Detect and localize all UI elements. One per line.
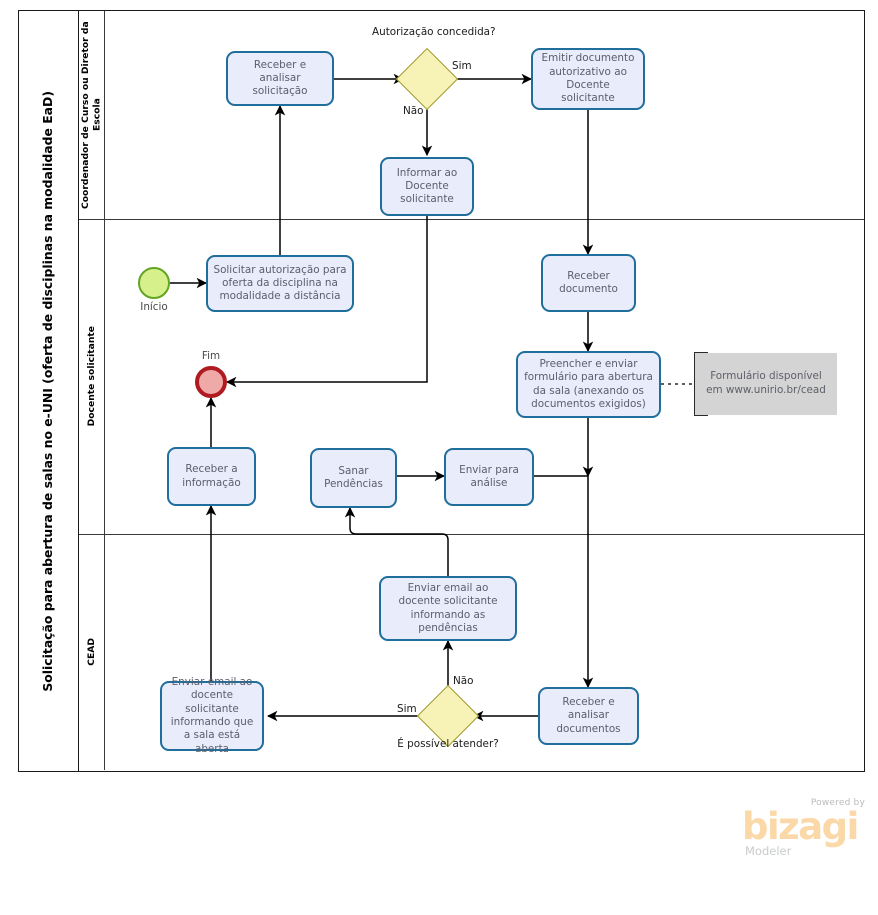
lane-coordenador: Coordenador de Curso ou Diretor da Escol… — [79, 11, 864, 219]
task-preencher-enviar-formulario[interactable]: Preencher e enviar formulário para abert… — [516, 351, 661, 418]
lane-cead-header: CEAD — [79, 534, 105, 770]
gateway-e-possivel-atender-label: É possível atender? — [397, 738, 499, 750]
task-label: Enviar email ao docente solicitante info… — [170, 676, 254, 755]
task-label: Preencher e enviar formulário para abert… — [524, 357, 653, 410]
gateway-autorizacao-concedida-label: Autorização concedida? — [372, 26, 496, 38]
task-label: Solicitar autorização para oferta da dis… — [213, 263, 347, 303]
task-enviar-email-sala-aberta[interactable]: Enviar email ao docente solicitante info… — [160, 676, 264, 755]
pool-title: Solicitação para abertura de salas no e-… — [40, 90, 56, 692]
lane-coordenador-label: Coordenador de Curso ou Diretor da Escol… — [80, 21, 103, 209]
task-enviar-email-pendencias[interactable]: Enviar email ao docente solicitante info… — [379, 576, 517, 641]
pool-header: Solicitação para abertura de salas no e-… — [19, 11, 79, 771]
lane-docente-header: Docente solicitante — [79, 219, 105, 534]
start-event-inicio-label: Início — [140, 301, 168, 313]
note-formulario: Formulário disponível em www.unirio.br/c… — [695, 353, 837, 415]
task-label: Receber a informação — [182, 463, 241, 489]
task-label: Enviar email ao docente solicitante info… — [398, 581, 498, 634]
flow-label-sim-autorizacao: Sim — [452, 60, 472, 72]
lane-docente: Docente solicitante — [79, 219, 864, 534]
task-enviar-para-analise[interactable]: Enviar para análise — [444, 448, 534, 506]
task-label: Sanar Pendências — [324, 464, 383, 490]
task-receber-informacao[interactable]: Receber a informação — [167, 447, 256, 506]
bizagi-logo: Powered by bizagi Modeler — [742, 798, 867, 860]
flow-label-sim-atender: Sim — [397, 703, 417, 715]
end-event-fim[interactable] — [195, 366, 227, 398]
task-label: Enviar para análise — [459, 463, 519, 489]
task-emitir-documento-autorizativo[interactable]: Emitir documento autorizativo ao Docente… — [531, 48, 645, 110]
logo-powered-by-label: Powered by — [810, 798, 865, 808]
task-solicitar-autorizacao[interactable]: Solicitar autorização para oferta da dis… — [206, 255, 354, 312]
task-label: Receber e analisar documentos — [556, 696, 621, 735]
note-formulario-text: Formulário disponível em www.unirio.br/c… — [706, 370, 826, 396]
logo-product-label: Modeler — [745, 844, 792, 858]
task-label: Informar ao Docente solicitante — [396, 166, 458, 206]
task-receber-analisar-documentos[interactable]: Receber e analisar documentos — [538, 687, 639, 745]
task-sanar-pendencias[interactable]: Sanar Pendências — [310, 448, 397, 508]
lane-cead: CEAD — [79, 534, 864, 770]
lane-divider-1 — [79, 219, 864, 220]
task-label: Emitir documento autorizativo ao Docente… — [541, 52, 635, 105]
lane-cead-label: CEAD — [85, 638, 97, 666]
flow-label-nao-atender: Não — [453, 675, 474, 687]
task-informar-docente-solicitante[interactable]: Informar ao Docente solicitante — [380, 157, 474, 216]
flow-label-nao-autorizacao: Não — [403, 105, 424, 117]
lane-coordenador-header: Coordenador de Curso ou Diretor da Escol… — [79, 11, 105, 219]
start-event-inicio[interactable] — [138, 267, 170, 299]
note-formulario-bracket — [694, 352, 708, 416]
end-event-fim-label: Fim — [201, 350, 221, 362]
task-label: Receber e analisar solicitação — [252, 58, 308, 98]
task-label: Receber documento — [559, 269, 618, 295]
lane-docente-label: Docente solicitante — [85, 326, 97, 427]
task-receber-documento[interactable]: Receber documento — [541, 254, 636, 312]
logo-brand-label: bizagi — [742, 805, 859, 848]
lane-divider-2 — [79, 534, 864, 535]
task-receber-analisar-solicitacao[interactable]: Receber e analisar solicitação — [226, 51, 334, 106]
